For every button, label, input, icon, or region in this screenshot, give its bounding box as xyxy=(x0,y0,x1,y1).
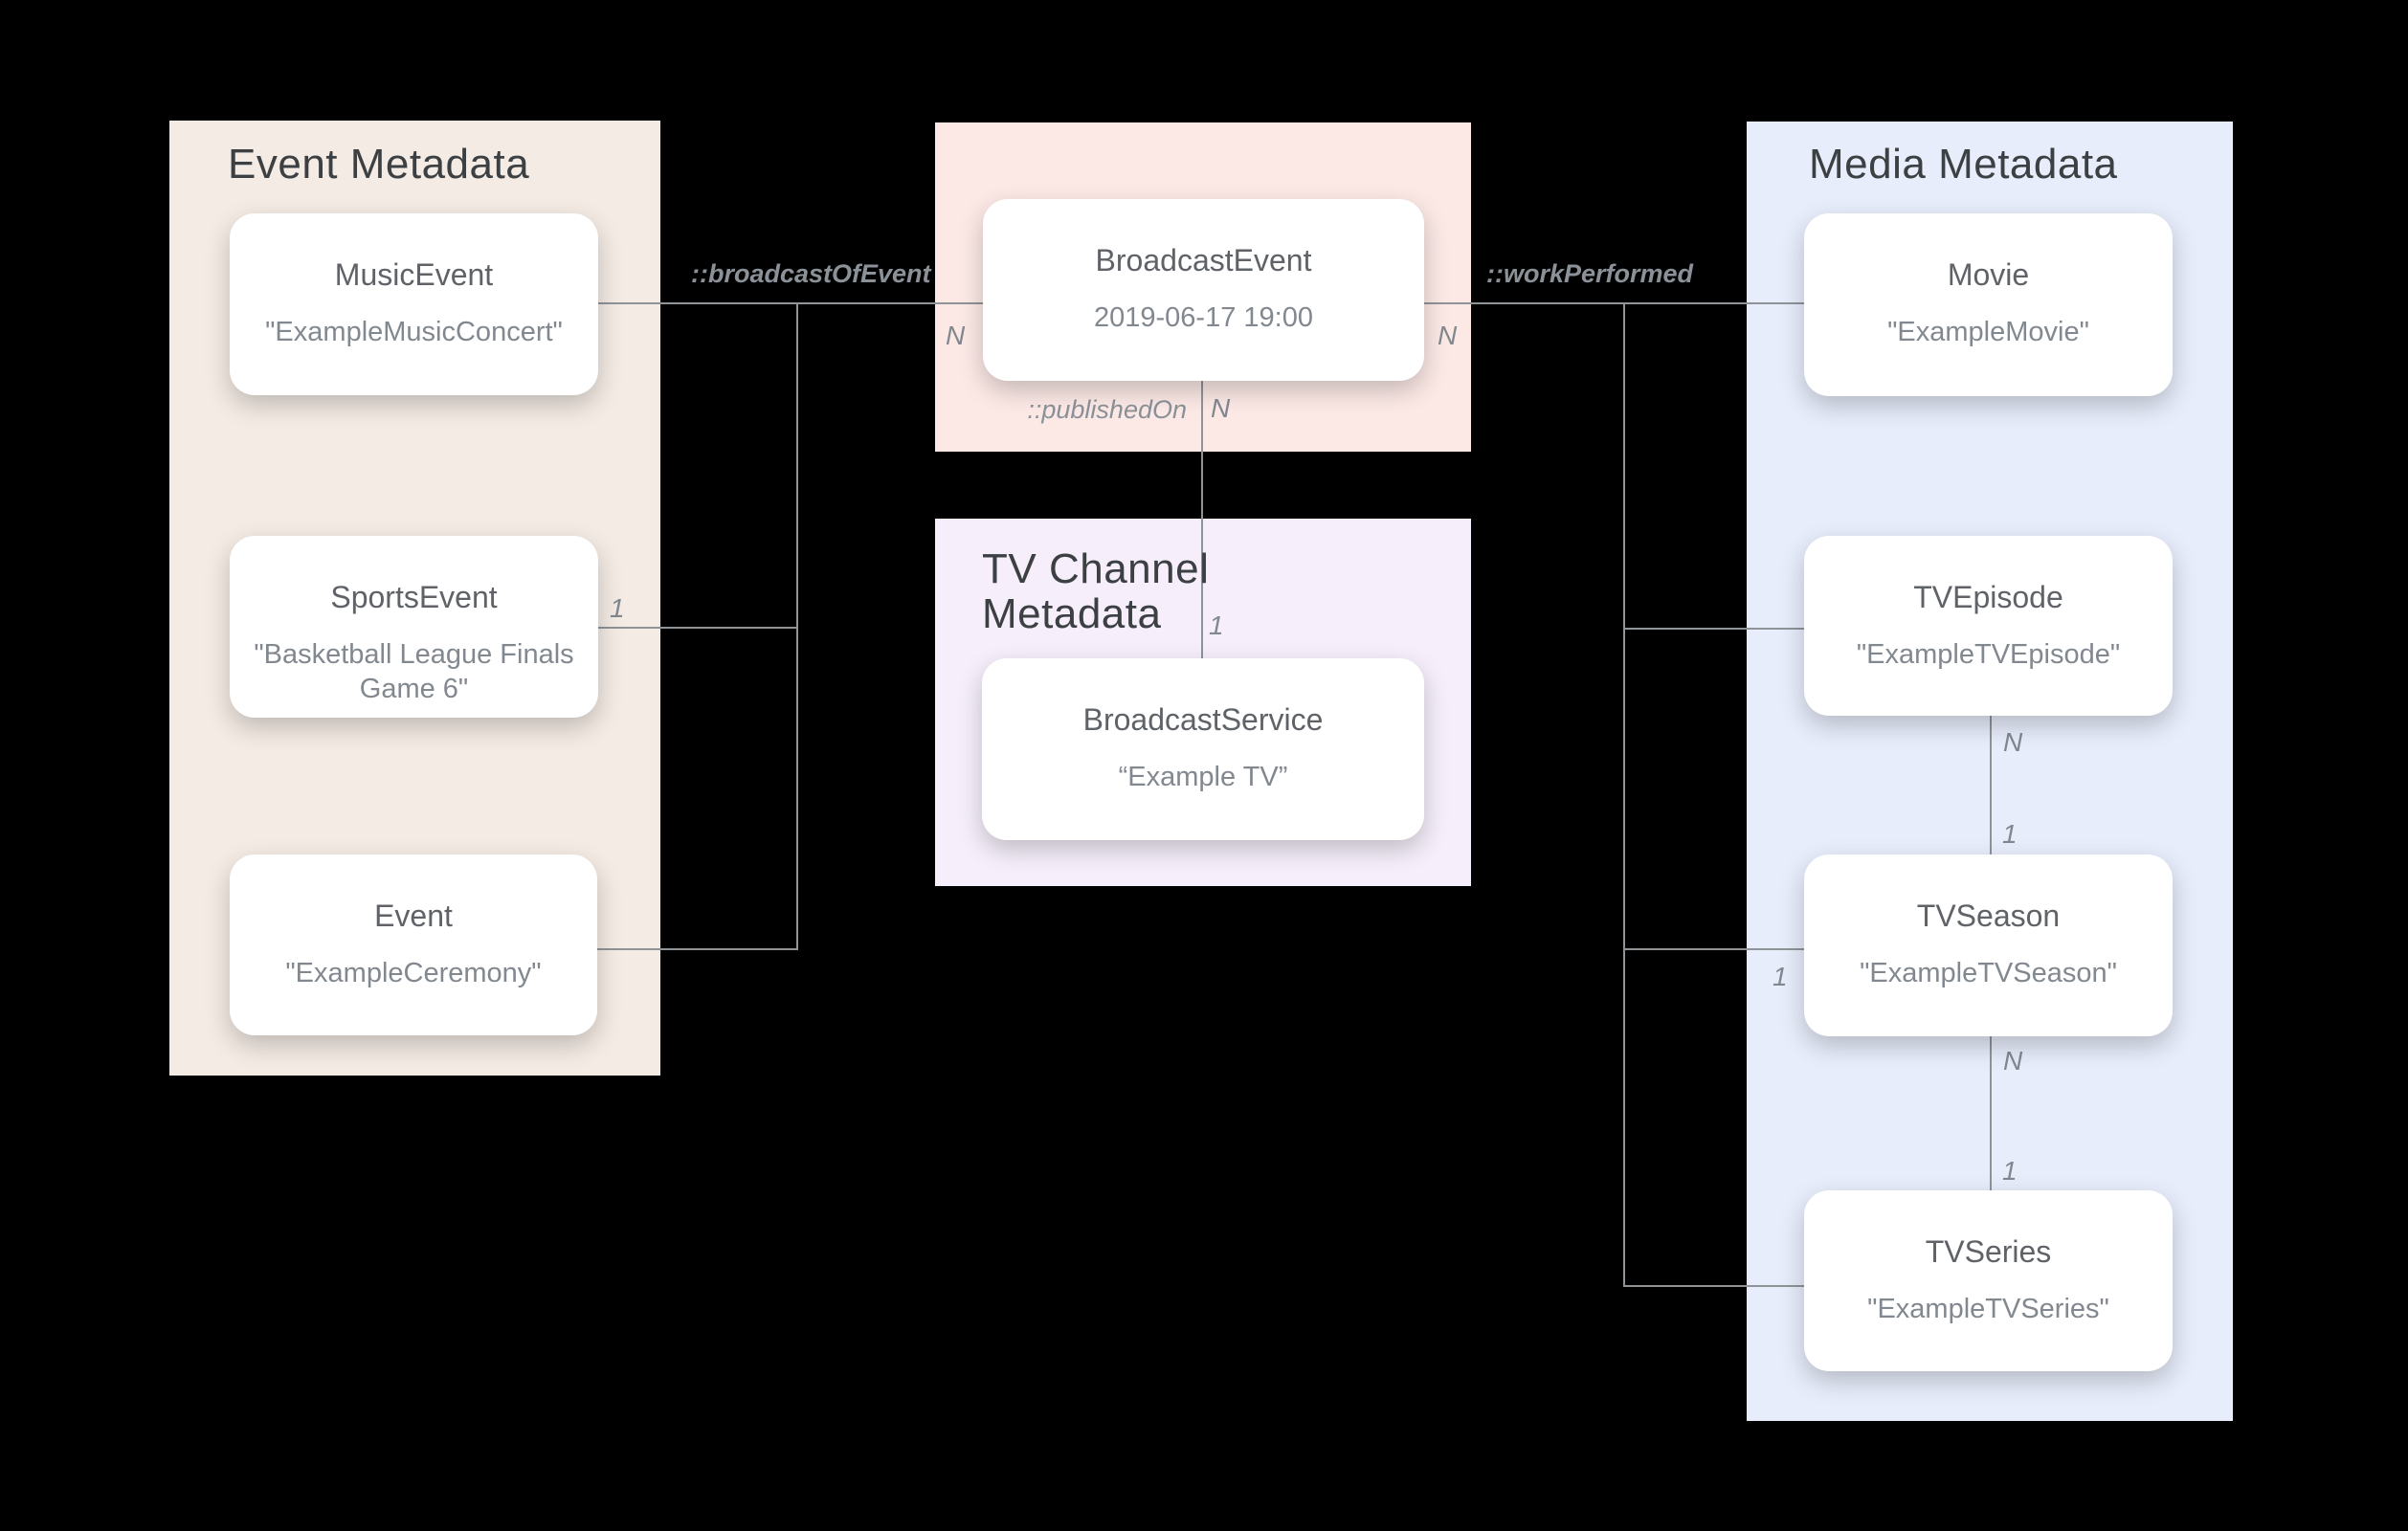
cardinality-label: 1 xyxy=(610,593,625,623)
cardinality-label: N xyxy=(1438,321,1458,350)
node-tvseries: TVSeries "ExampleTVSeries" xyxy=(1804,1190,2173,1371)
node-broadcastevent: BroadcastEvent 2019-06-17 19:00 xyxy=(983,199,1424,381)
cardinality-label: 1 xyxy=(2002,819,2018,849)
panel-title-media-metadata: Media Metadata xyxy=(1809,141,2118,188)
connector-line-broadcastevent-to-movie xyxy=(1424,302,1804,304)
panel-title-tv-channel-metadata: TV Channel Metadata xyxy=(982,545,1210,637)
connector-line-trunk-to-tvseason xyxy=(1623,948,1804,950)
node-label: MusicEvent xyxy=(334,257,494,292)
connector-line-tvepisode-to-tvseason xyxy=(1990,716,1992,854)
cardinality-label: N xyxy=(946,321,966,350)
node-label: TVEpisode xyxy=(1913,580,2063,614)
node-label: SportsEvent xyxy=(330,580,498,614)
node-value: "ExampleMovie" xyxy=(1887,317,2089,347)
connector-line-right-trunk xyxy=(1623,302,1625,1287)
connector-line-trunk-to-tvseries xyxy=(1623,1285,1804,1287)
node-movie: Movie "ExampleMovie" xyxy=(1804,213,2173,396)
node-value: "ExampleTVEpisode" xyxy=(1856,639,2121,670)
cardinality-label: 1 xyxy=(1209,610,1224,640)
node-label: TVSeason xyxy=(1916,899,2061,933)
node-value: "ExampleMusicConcert" xyxy=(265,317,563,347)
node-value: "ExampleCeremony" xyxy=(285,958,542,988)
node-label: BroadcastService xyxy=(1082,702,1324,737)
node-broadcastservice: BroadcastService “Example TV” xyxy=(982,658,1424,840)
node-label: BroadcastEvent xyxy=(1095,243,1312,277)
connector-line-trunk-to-tvepisode xyxy=(1623,628,1804,630)
node-label: Event xyxy=(374,899,453,933)
node-label: Movie xyxy=(1947,257,2030,292)
connector-line-sportsevent-to-trunk xyxy=(598,627,796,629)
node-sportsevent: SportsEvent "Basketball League Finals Ga… xyxy=(230,536,598,718)
panel-title-event-metadata: Event Metadata xyxy=(228,141,530,188)
cardinality-label: 1 xyxy=(1773,962,1788,991)
connector-line-broadcastevent-to-service xyxy=(1201,381,1203,658)
edge-label-work-performed: ::workPerformed xyxy=(1486,259,1694,288)
node-value: 2019-06-17 19:00 xyxy=(1094,302,1313,333)
node-tvepisode: TVEpisode "ExampleTVEpisode" xyxy=(1804,536,2173,716)
node-value: "Basketball League Finals Game 6" xyxy=(254,639,574,704)
node-value: "ExampleTVSeries" xyxy=(1867,1294,2109,1324)
node-label: TVSeries xyxy=(1925,1234,2052,1269)
connector-line-tvseason-to-tvseries xyxy=(1990,1036,1992,1190)
cardinality-label: N xyxy=(1211,393,1231,423)
node-value: “Example TV” xyxy=(1118,762,1288,792)
node-value: "ExampleTVSeason" xyxy=(1860,958,2117,988)
connector-line-left-trunk xyxy=(796,302,798,950)
node-tvseason: TVSeason "ExampleTVSeason" xyxy=(1804,854,2173,1036)
connector-line-musicevent-to-broadcastevent xyxy=(598,302,983,304)
edge-label-published-on: ::publishedOn xyxy=(1027,395,1187,424)
edge-label-broadcast-of-event: ::broadcastOfEvent xyxy=(691,259,931,288)
node-musicevent: MusicEvent "ExampleMusicConcert" xyxy=(230,213,598,395)
cardinality-label: 1 xyxy=(2002,1156,2018,1186)
cardinality-label: N xyxy=(2003,727,2023,757)
cardinality-label: N xyxy=(2003,1046,2023,1076)
connector-line-event-to-trunk xyxy=(597,948,796,950)
node-event: Event "ExampleCeremony" xyxy=(230,854,597,1035)
